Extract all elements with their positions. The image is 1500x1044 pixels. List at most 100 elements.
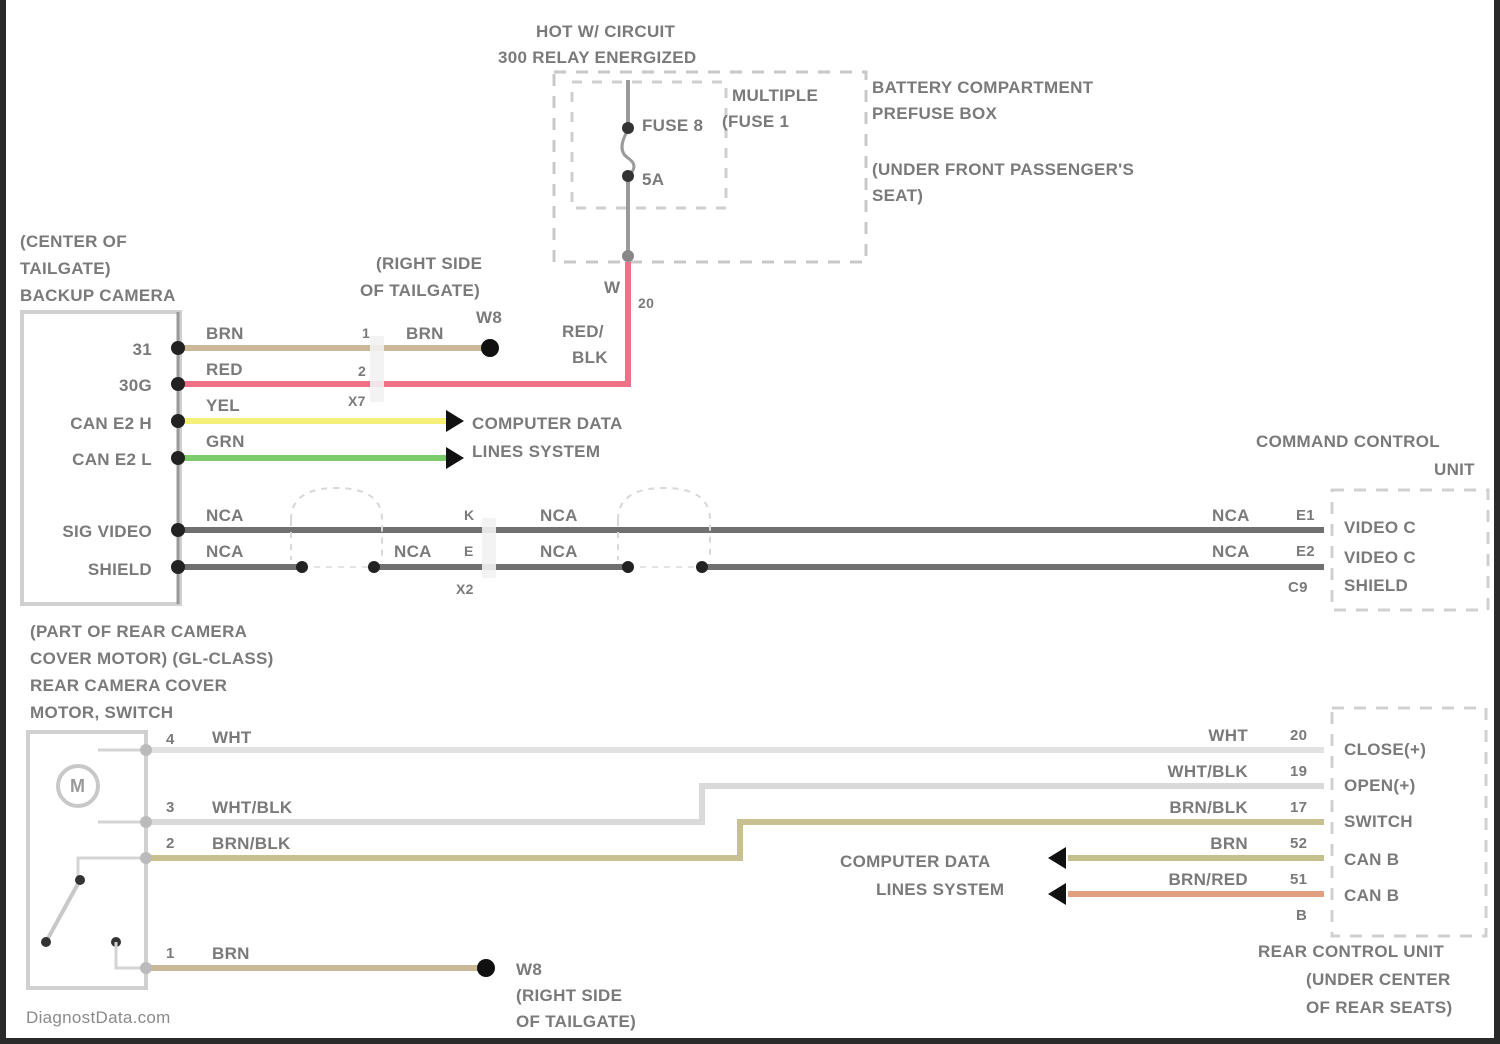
fuse-terminal-top	[622, 122, 634, 134]
wire-label-nca-sig: NCA	[206, 506, 244, 525]
rear-control-box	[1330, 706, 1488, 938]
data-lines-bottom-1: COMPUTER DATA	[840, 852, 991, 871]
brn-blk-wire	[146, 819, 1324, 861]
connector-x2-id: X2	[456, 581, 474, 597]
prefuse-box-outline	[552, 70, 868, 264]
ground-terminal-w8-bottom	[477, 959, 495, 977]
backup-camera-location-1: (CENTER OF	[20, 232, 127, 251]
motor-pin-4: 4	[166, 731, 175, 748]
wire-label-brn: BRN	[206, 324, 244, 343]
arrow-can-b-1-icon	[1048, 847, 1066, 869]
pin-sig-video: SIG VIDEO	[62, 522, 152, 541]
pin-30g: 30G	[118, 376, 152, 395]
rcu-switch: SWITCH	[1344, 812, 1413, 831]
data-lines-top-1: COMPUTER DATA	[472, 414, 623, 433]
wire-label-nca-shield-mid2: NCA	[540, 542, 578, 561]
ccu-pin-e2: E2	[1296, 543, 1315, 560]
ground-top-location-2: OF TAILGATE)	[360, 281, 481, 300]
rcu-title-2: (UNDER CENTER	[1306, 970, 1451, 989]
relay-energized-label: 300 RELAY ENERGIZED	[498, 48, 697, 67]
fuse-name: FUSE 8	[642, 116, 704, 135]
wire-label-grn: GRN	[206, 432, 245, 451]
backup-camera-title: BACKUP CAMERA	[20, 286, 176, 305]
x2-pin-e: E	[464, 543, 474, 559]
pin-can-e2-h: CAN E2 H	[70, 414, 152, 433]
prefuse-box-title-2: PREFUSE BOX	[872, 104, 998, 123]
rcu-pin-19: 19	[1290, 763, 1308, 780]
ccu-pin-e1: E1	[1296, 507, 1315, 524]
motor-wire-wht: WHT	[212, 728, 252, 747]
rcu-pin-17: 17	[1290, 799, 1308, 816]
ground-bottom-location-2: OF TAILGATE)	[516, 1012, 637, 1031]
rcu-wire-wht-blk: WHT/BLK	[1167, 762, 1248, 781]
hot-circuit-label: HOT W/ CIRCUIT	[536, 22, 676, 41]
wiring-lines	[20, 70, 1490, 990]
fuse-pin-num: 20	[638, 295, 655, 311]
command-control-title-1: COMMAND CONTROL	[1256, 432, 1440, 451]
wire-label-yel: YEL	[206, 396, 240, 415]
shield-braid-1	[290, 486, 383, 560]
arrow-can-h-icon	[446, 410, 464, 432]
rcu-title-1: REAR CONTROL UNIT	[1258, 942, 1445, 961]
shield-braid-2	[617, 486, 711, 560]
ground-bottom-id: W8	[516, 960, 543, 979]
rcu-wire-brn-red: BRN/RED	[1168, 870, 1248, 889]
prefuse-box-title-1: BATTERY COMPARTMENT	[872, 78, 1094, 97]
connector-x2	[482, 518, 496, 578]
ground-top-location-1: (RIGHT SIDE	[376, 254, 483, 273]
rcu-can-b-2: CAN B	[1344, 886, 1400, 905]
ccu-video-c-1: VIDEO C	[1344, 518, 1417, 537]
cover-motor-title-2: COVER MOTOR) (GL-CLASS)	[30, 649, 274, 668]
cover-motor-title-3: REAR CAMERA COVER	[30, 676, 228, 695]
motor-pin-1: 1	[166, 945, 175, 962]
pin-can-e2-l: CAN E2 L	[72, 450, 152, 469]
motor-pin-2: 2	[166, 835, 175, 852]
rcu-pin-51: 51	[1290, 871, 1308, 888]
fuse-terminal-bottom	[622, 170, 634, 182]
wire-label-brn-after: BRN	[406, 324, 444, 343]
red-wire-30g	[178, 262, 631, 387]
wire-label-nca-shield-mid: NCA	[394, 542, 432, 561]
multiple-sub-label: (FUSE 1	[722, 112, 790, 131]
wire-label-nca-shield-right: NCA	[1212, 542, 1250, 561]
x2-pin-k: K	[464, 507, 475, 523]
ccu-shield: SHIELD	[1344, 576, 1409, 595]
x7-pin-1: 1	[362, 325, 371, 341]
wht-blk-wire	[146, 783, 1324, 825]
rcu-pin-20: 20	[1290, 727, 1308, 744]
prefuse-location-1: (UNDER FRONT PASSENGER'S	[872, 160, 1135, 179]
connector-x7-id: X7	[348, 393, 366, 409]
rcu-title-3: OF REAR SEATS)	[1306, 998, 1453, 1017]
pin-31: 31	[132, 340, 152, 359]
ground-top-id: W8	[476, 308, 503, 327]
switch-icon	[44, 879, 82, 943]
fuse-rating: 5A	[642, 170, 665, 189]
ground-terminal-w8-top	[481, 339, 499, 357]
wire-label-nca-sig-mid: NCA	[540, 506, 578, 525]
rcu-can-b-1: CAN B	[1344, 850, 1400, 869]
pin-shield: SHIELD	[87, 560, 152, 579]
rcu-close: CLOSE(+)	[1344, 740, 1427, 759]
cover-motor-title-4: MOTOR, SWITCH	[30, 703, 174, 722]
data-lines-bottom-2: LINES SYSTEM	[876, 880, 1005, 899]
watermark: DiagnostData.com	[26, 1008, 171, 1027]
rcu-connector-b: B	[1296, 907, 1308, 924]
wire-label-nca-shield: NCA	[206, 542, 244, 561]
red-blk-label-1: RED/	[562, 322, 604, 341]
motor-icon	[56, 764, 100, 808]
command-control-box	[1330, 488, 1490, 612]
fuse-pin-label: W	[604, 278, 621, 297]
rcu-pin-52: 52	[1290, 835, 1308, 852]
command-control-title-2: UNIT	[1434, 460, 1475, 479]
backup-camera-location-2: TAILGATE)	[20, 259, 111, 278]
motor-wire-wht-blk: WHT/BLK	[212, 798, 293, 817]
motor-symbol: M	[70, 776, 86, 796]
fuse-icon	[620, 129, 636, 178]
x7-pin-2: 2	[358, 363, 367, 379]
wire-label-red: RED	[206, 360, 243, 379]
data-lines-top-2: LINES SYSTEM	[472, 442, 601, 461]
red-blk-label-2: BLK	[572, 348, 608, 367]
arrow-can-l-icon	[446, 447, 464, 469]
rcu-wire-wht: WHT	[1208, 726, 1248, 745]
